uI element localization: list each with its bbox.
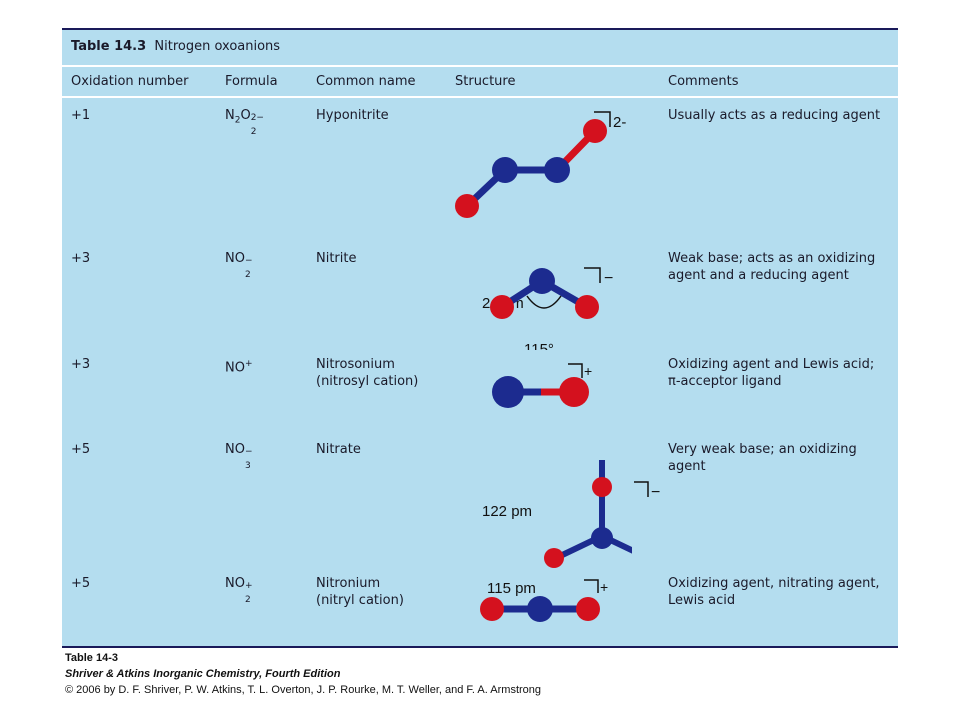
oxygen-atom [592, 477, 612, 497]
nitronium-structure: 115 pm + [480, 579, 608, 622]
bond-angle-arc [526, 295, 562, 309]
oxidation-number: +3 [71, 357, 91, 372]
nitrate-charge: − [634, 481, 660, 501]
oxidation-number: +5 [71, 442, 91, 457]
comment: Oxidizing agent, nitrating agent,Lewis a… [668, 576, 880, 608]
caption-copyright: © 2006 by D. F. Shriver, P. W. Atkins, T… [65, 684, 542, 696]
header-divider [62, 96, 898, 98]
charge-label: − [651, 484, 660, 501]
charge-label: 2- [613, 114, 626, 131]
bond-length-label: 122 pm [482, 503, 532, 520]
charge-bracket [584, 579, 599, 593]
oxidation-number: +3 [71, 251, 91, 266]
formula: NO−2 [225, 251, 253, 280]
header-common-name: Common name [316, 74, 416, 89]
nitrogen-atom [527, 596, 553, 622]
common-name: Hyponitrite [316, 108, 389, 123]
formula: NO+ [225, 359, 253, 376]
oxygen-atom [490, 295, 514, 319]
header-structure: Structure [455, 74, 516, 89]
oxygen-atom [575, 295, 599, 319]
nitrogen-atom [544, 157, 570, 183]
common-name: Nitrite [316, 251, 357, 266]
table-number: Table 14.3 [71, 39, 147, 54]
charge-bracket [634, 481, 649, 497]
header-comments: Comments [668, 74, 739, 89]
header-oxidation: Oxidation number [71, 74, 189, 89]
oxygen-atom [583, 119, 607, 143]
header-formula: Formula [225, 74, 278, 89]
oxygen-atom [480, 597, 504, 621]
nitrogen-atom [591, 527, 613, 549]
oxygen-atom [544, 548, 564, 568]
formula: NO−3 [225, 442, 253, 471]
nitrogen-atom [492, 157, 518, 183]
caption-book-title: Shriver & Atkins Inorganic Chemistry, Fo… [65, 668, 341, 680]
formula: NO+2 [225, 576, 253, 605]
charge-label: − [604, 270, 613, 287]
common-name: Nitronium(nitryl cation) [316, 576, 404, 608]
charge-bracket [594, 111, 611, 127]
nitrogen-oxoanions-table: Table 14.3 Nitrogen oxoanions Oxidation … [62, 28, 898, 648]
common-name: Nitrate [316, 442, 361, 457]
comment: Very weak base; an oxidizing agent [668, 442, 857, 474]
comment: Usually acts as a reducing agent [668, 108, 881, 123]
charge-bracket [584, 267, 601, 283]
oxygen-atom [559, 377, 589, 407]
oxidation-number: +1 [71, 108, 91, 123]
common-name: Nitrosonium(nitrosyl cation) [316, 357, 419, 389]
caption-table-number: Table 14-3 [65, 652, 118, 664]
nitrate-structure: 122 pm [482, 460, 632, 568]
oxidation-number: +5 [71, 576, 91, 591]
comment: Oxidizing agent and Lewis acid;π-accepto… [668, 357, 875, 389]
oxygen-atom [576, 597, 600, 621]
nitrosonium-structure: + [492, 363, 592, 408]
hyponitrite-structure: 2- [455, 111, 626, 218]
oxygen-atom [455, 194, 479, 218]
nitrogen-atom [492, 376, 524, 408]
title-divider [62, 65, 898, 67]
table-title-text: Nitrogen oxoanions [154, 39, 281, 54]
charge-label: + [600, 579, 608, 595]
table-title: Table 14.3 Nitrogen oxoanions [71, 39, 280, 54]
bond-angle-label: 115° [524, 341, 554, 350]
bond-length-label: 115 pm [487, 580, 536, 597]
nitrite-structure: 24 pm 115° − [482, 267, 613, 350]
nitrogen-atom [529, 268, 555, 294]
charge-label: + [584, 363, 592, 379]
charge-bracket [568, 363, 583, 378]
